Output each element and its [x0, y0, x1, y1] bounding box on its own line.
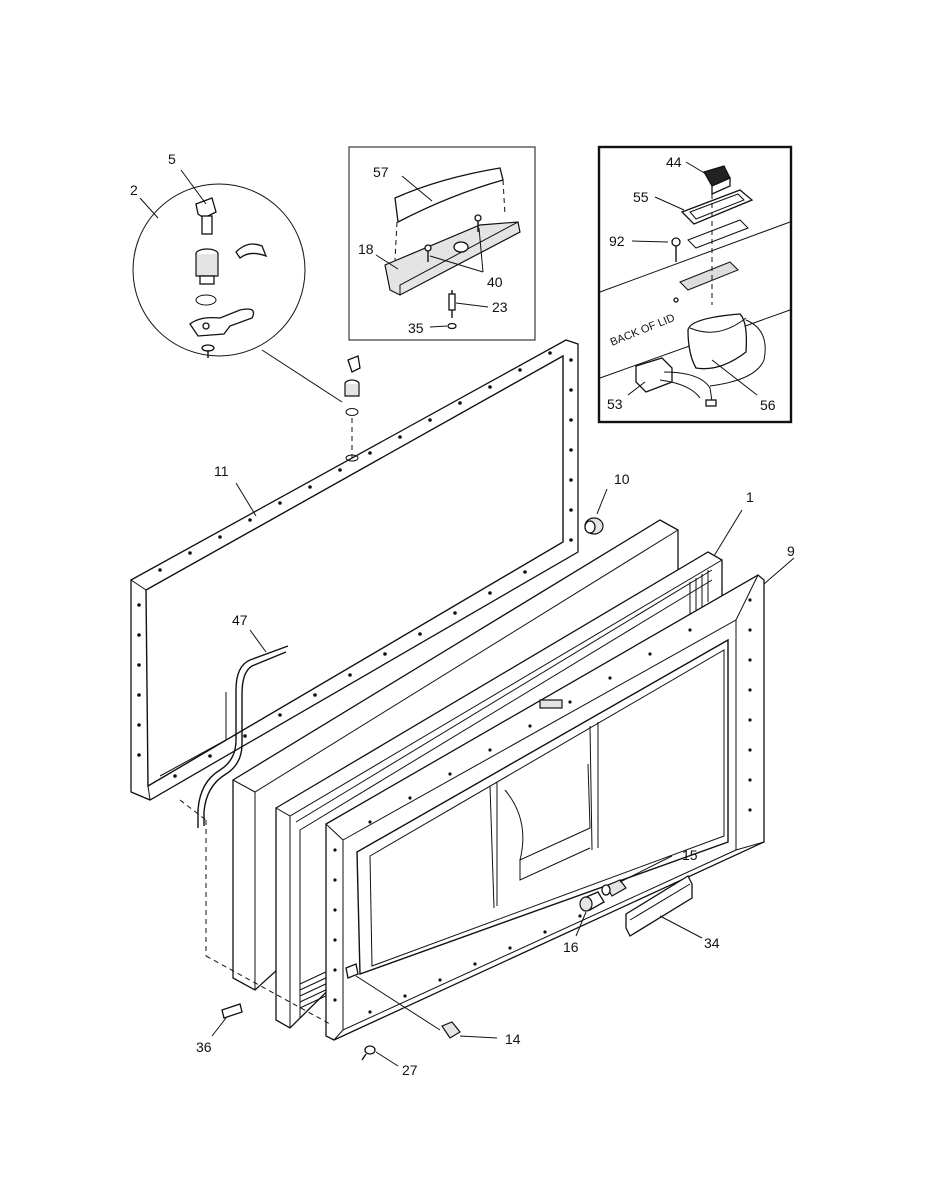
callout-57: 57 — [373, 164, 389, 180]
callout-53: 53 — [607, 396, 623, 412]
outer-lid: 9 — [325, 543, 795, 1041]
callout-9: 9 — [787, 543, 795, 559]
handle-inset: 57 18 40 23 35 — [348, 146, 536, 341]
screw: 27 — [361, 1045, 418, 1078]
callout-5: 5 — [168, 151, 176, 167]
lock-detail-circle: 5 2 — [130, 151, 343, 403]
plunger-parts: 15 16 — [563, 847, 698, 955]
handle-body — [384, 221, 521, 296]
callout-35: 35 — [408, 320, 424, 336]
trim-cover: 34 — [625, 875, 720, 951]
callout-40: 40 — [487, 274, 503, 290]
callout-10: 10 — [614, 471, 630, 487]
hinge-bracket: 14 — [345, 963, 521, 1047]
callout-56: 56 — [760, 397, 776, 413]
callout-16: 16 — [563, 939, 579, 955]
callout-1: 1 — [746, 489, 754, 505]
hidden-lines — [179, 799, 331, 1025]
callout-2: 2 — [130, 182, 138, 198]
callout-14: 14 — [505, 1031, 521, 1047]
callout-11: 11 — [214, 463, 229, 479]
callout-18: 18 — [358, 241, 374, 257]
callout-47: 47 — [232, 612, 248, 628]
clip: 36 — [196, 1003, 243, 1055]
callout-36: 36 — [196, 1039, 212, 1055]
callout-15: 15 — [682, 847, 698, 863]
heater-wire: 47 — [159, 612, 289, 828]
switch-inset: 44 55 92 53 56 BACK OF LID — [597, 145, 793, 424]
switch-inset-frame — [597, 145, 793, 424]
callout-27: 27 — [402, 1062, 418, 1078]
callout-55: 55 — [633, 189, 649, 205]
handle-inset-frame — [348, 146, 536, 341]
callout-23: 23 — [492, 299, 508, 315]
back-of-lid-label: BACK OF LID — [609, 312, 677, 349]
callout-44: 44 — [666, 154, 682, 170]
callout-34: 34 — [704, 935, 720, 951]
callout-92: 92 — [609, 233, 625, 249]
bumper: 10 — [584, 471, 630, 535]
handle-cover — [394, 167, 504, 224]
